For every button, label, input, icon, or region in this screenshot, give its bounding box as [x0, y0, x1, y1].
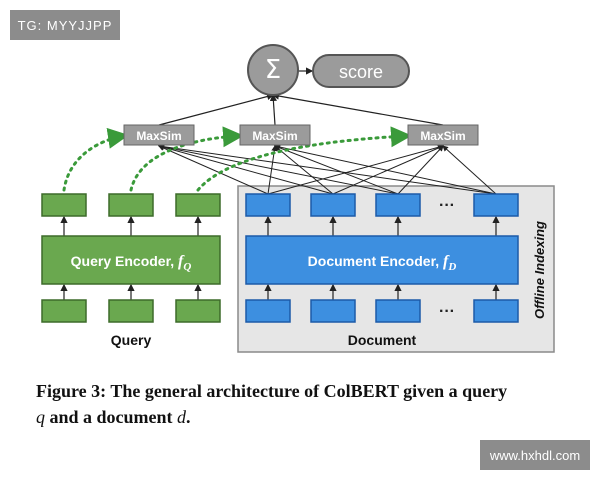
- document-label: Document: [348, 332, 417, 348]
- doc-ellipsis-bottom: ···: [439, 303, 455, 320]
- watermark-bottom: www.hxhdl.com: [480, 440, 590, 470]
- maxsim-box-1: [123, 124, 195, 146]
- caption-label: Figure 3:: [36, 381, 107, 401]
- sum-node: [247, 44, 299, 96]
- maxsim-label-1: MaxSim: [136, 129, 181, 143]
- doc-to-maxsim-line-3-1: [158, 144, 399, 195]
- sum-symbol: Σ: [265, 55, 281, 85]
- query-to-maxsim-dots-1: [62, 127, 129, 192]
- doc-to-maxsim-line-3-2: [274, 145, 399, 195]
- query-to-maxsim-dots-3: [196, 126, 412, 192]
- doc-to-maxsim-line-1-3: [267, 144, 444, 195]
- doc-to-maxsim-line-4-2: [274, 144, 497, 195]
- doc-embedding-out-1: [245, 193, 291, 217]
- query-token-in-3: [175, 299, 221, 323]
- maxsim-box-3: [407, 124, 479, 146]
- document-encoder-label: Document Encoder, fD: [308, 253, 457, 273]
- caption-text-3: .: [186, 407, 191, 427]
- query-to-maxsim-dots-2: [129, 126, 244, 192]
- doc-embedding-out-2: [310, 193, 356, 217]
- doc-token-in-2: [310, 299, 356, 323]
- doc-to-maxsim-line-4-3: [442, 145, 497, 195]
- query-embedding-out-2: [108, 193, 154, 217]
- doc-token-in-3: [375, 299, 421, 323]
- doc-embedding-out-4: [473, 193, 519, 217]
- doc-token-in-4: [473, 299, 519, 323]
- doc-ellipsis-top: ···: [439, 197, 455, 214]
- offline-indexing-label: Offline Indexing: [532, 221, 547, 319]
- maxsim-label-2: MaxSim: [252, 129, 297, 143]
- query-token-in-1: [41, 299, 87, 323]
- score-label: score: [339, 62, 383, 82]
- doc-token-in-1: [245, 299, 291, 323]
- maxsim-label-3: MaxSim: [420, 129, 465, 143]
- doc-to-maxsim-line-1-1: [158, 145, 269, 195]
- caption-var-q: q: [36, 407, 45, 427]
- caption-text-1: The general architecture of ColBERT give…: [106, 381, 508, 401]
- doc-to-maxsim-line-2-3: [332, 145, 444, 195]
- query-embedding-out-1: [41, 193, 87, 217]
- query-encoder-box: [41, 235, 221, 285]
- doc-to-maxsim-line-3-3: [397, 145, 444, 195]
- query-encoder-label: Query Encoder, fQ: [71, 253, 192, 273]
- doc-embedding-out-3: [375, 193, 421, 217]
- document-encoder-box: [245, 235, 519, 285]
- maxsim-to-sum-line-2: [269, 93, 277, 126]
- doc-to-maxsim-line-4-1: [158, 143, 497, 195]
- maxsim-to-sum-line-3: [271, 92, 444, 126]
- caption-text-2: and a document: [45, 407, 178, 427]
- doc-to-maxsim-line-2-2: [274, 145, 334, 195]
- figure-caption: Figure 3: The general architecture of Co…: [36, 378, 576, 430]
- watermark-top: TG: MYYJJPP: [10, 10, 120, 40]
- caption-var-d: d: [177, 407, 187, 427]
- query-label: Query: [111, 332, 152, 348]
- score-node: [312, 54, 410, 88]
- maxsim-box-2: [239, 124, 311, 146]
- maxsim-to-sum-line-1: [158, 93, 275, 126]
- query-token-in-2: [108, 299, 154, 323]
- colbert-diagram: Σ score MaxSim MaxSim MaxSim Query Encod…: [41, 44, 555, 353]
- doc-to-maxsim-line-2-1: [158, 144, 334, 195]
- query-embedding-out-3: [175, 193, 221, 217]
